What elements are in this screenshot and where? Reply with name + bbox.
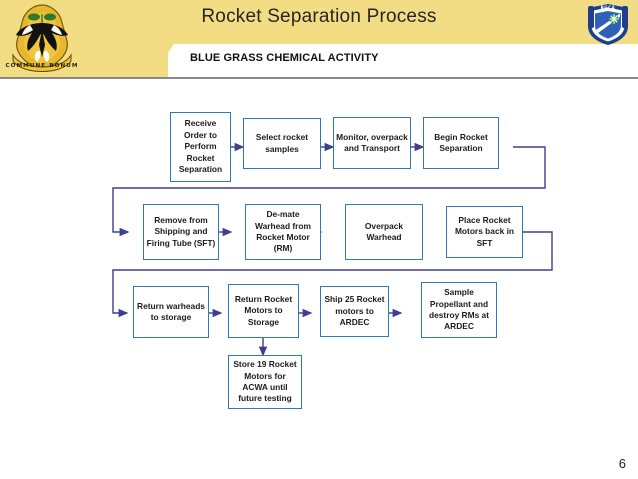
page-number: 6 xyxy=(618,456,626,471)
flow-node-store-19-rocket-motors[interactable]: Store 19 Rocket Motors for ACWA until fu… xyxy=(228,355,302,409)
flow-node-return-warheads-to-storage[interactable]: Return warheads to storage xyxy=(133,286,209,338)
flow-node-label: Sample Propellant and destroy RMs at ARD… xyxy=(428,287,490,332)
rocket-separation-flowchart: Receive Order to Perform Rocket Separati… xyxy=(0,80,638,440)
flow-node-label: Monitor, overpack and Transport xyxy=(336,131,408,153)
flow-node-place-rm-back-in-sft[interactable]: Place Rocket Motors back in SFT xyxy=(446,206,523,258)
slide-header: COMMUNE BONUM BGCA Rocket Separation Pro… xyxy=(0,0,638,80)
flow-node-label: De-mate Warhead from Rocket Motor (RM) xyxy=(255,209,311,254)
page-title: Rocket Separation Process xyxy=(201,6,437,27)
flow-node-label: Return warheads to storage xyxy=(137,300,205,322)
svg-text:BGCA: BGCA xyxy=(601,5,616,10)
flow-node-label: Remove from Shipping and Firing Tube (SF… xyxy=(146,214,216,248)
flow-node-return-rocket-motors-to-storage[interactable]: Return Rocket Motors to Storage xyxy=(228,284,299,338)
bgca-shield-crest-icon: BGCA xyxy=(588,4,628,45)
flow-node-select-rocket-samples[interactable]: Select rocket samples xyxy=(243,118,321,169)
flow-node-demate-warhead[interactable]: De-mate Warhead from Rocket Motor (RM) xyxy=(245,204,321,260)
header-band-top xyxy=(0,0,638,44)
flow-node-label: Place Rocket Motors back in SFT xyxy=(454,214,515,248)
flow-node-label: Receive Order to Perform Rocket Separati… xyxy=(178,118,223,175)
flow-node-label: Begin Rocket Separation xyxy=(434,131,488,153)
organization-subtitle: BLUE GRASS CHEMICAL ACTIVITY xyxy=(190,52,379,64)
svg-text:COMMUNE BONUM: COMMUNE BONUM xyxy=(5,63,78,69)
flow-node-remove-from-sft[interactable]: Remove from Shipping and Firing Tube (SF… xyxy=(143,204,219,260)
flow-node-overpack-warhead[interactable]: Overpack Warhead xyxy=(345,204,423,260)
flow-node-sample-propellant-destroy-rms[interactable]: Sample Propellant and destroy RMs at ARD… xyxy=(421,282,497,338)
flow-node-label: Ship 25 Rocket motors to ARDEC xyxy=(324,294,385,328)
flow-node-begin-rocket-separation[interactable]: Begin Rocket Separation xyxy=(423,117,499,169)
army-chemical-activity-crest-icon: COMMUNE BONUM xyxy=(5,4,78,72)
flow-node-label: Select rocket samples xyxy=(255,132,309,154)
flow-node-label: Return Rocket Motors to Storage xyxy=(234,293,293,327)
flow-node-label: Overpack Warhead xyxy=(364,220,404,242)
header-divider xyxy=(0,77,638,79)
flow-node-ship-25-rocket-motors[interactable]: Ship 25 Rocket motors to ARDEC xyxy=(320,286,389,337)
flow-node-receive-order[interactable]: Receive Order to Perform Rocket Separati… xyxy=(170,112,231,182)
flow-node-monitor-overpack-transport[interactable]: Monitor, overpack and Transport xyxy=(333,117,411,169)
flow-node-label: Store 19 Rocket Motors for ACWA until fu… xyxy=(233,359,297,404)
